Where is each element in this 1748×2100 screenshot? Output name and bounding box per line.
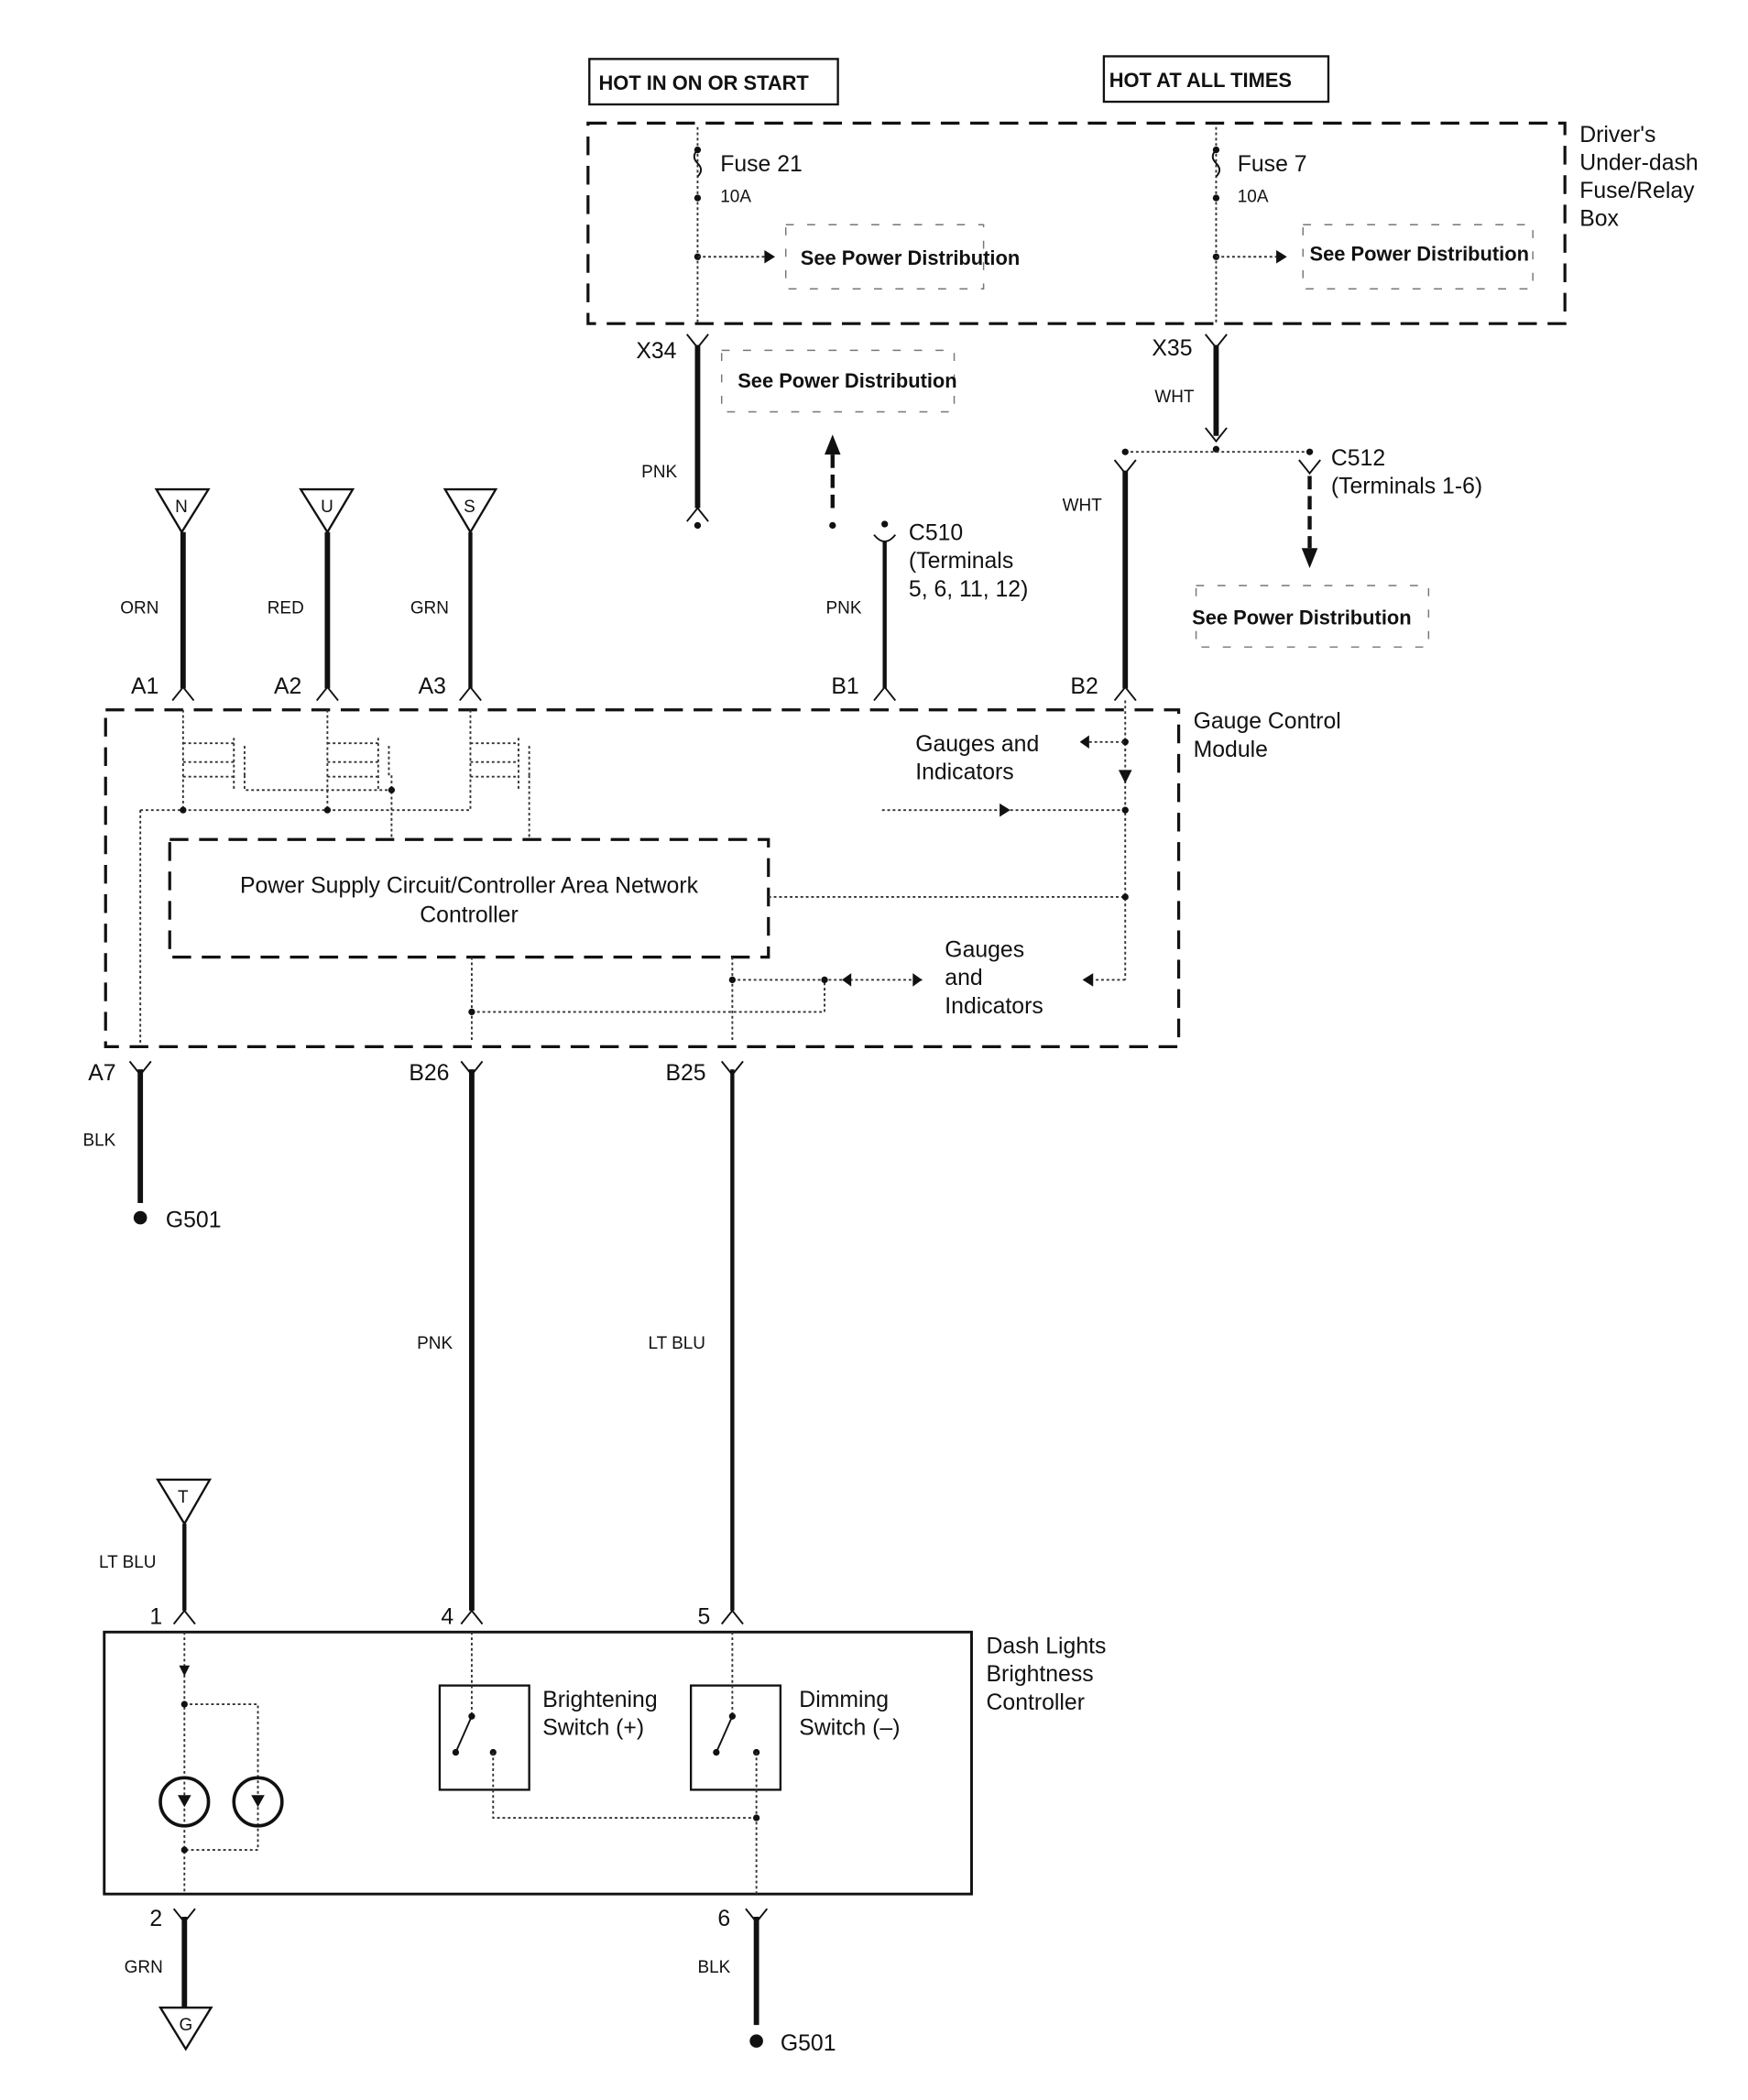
flag-n: N [154, 487, 211, 534]
gauges-bot-label-3: Indicators [945, 994, 1043, 1019]
svg-text:N: N [175, 498, 188, 517]
gauges-bot-label-2: and [945, 966, 982, 990]
svg-text:T: T [178, 1488, 189, 1507]
see-power-dist-4[interactable]: See Power Distribution [1192, 606, 1411, 629]
c512-terminals: (Terminals 1-6) [1331, 474, 1482, 498]
wire-color-x35: WHT [1154, 388, 1195, 407]
connector-x35: X35 [1152, 336, 1192, 361]
pin-a7: A7 [88, 1061, 115, 1086]
pin-b1: B1 [831, 674, 858, 699]
gcm-label: Gauge Control [1194, 709, 1341, 734]
dimming-label-2: Switch (–) [799, 1716, 900, 1741]
wire-color-a3: GRN [410, 599, 449, 618]
gauge-control-module-outline [104, 708, 1181, 1048]
fuse-7-icon [1211, 148, 1221, 178]
pin-a2: A2 [274, 674, 301, 699]
psu-can-controller [168, 837, 770, 959]
fuse-7-rating: 10A [1238, 187, 1269, 206]
dash-lights-controller-outline [103, 1630, 973, 1896]
psu-label-2: Controller [420, 903, 518, 928]
wire-color-b1: PNK [825, 599, 861, 618]
brightening-switch[interactable] [438, 1632, 757, 1819]
brightening-label-2: Switch (+) [542, 1716, 644, 1741]
wire-color-a2: RED [268, 599, 304, 618]
power-label-battery: HOT AT ALL TIMES [1102, 55, 1330, 104]
pin-2: 2 [149, 1907, 162, 1931]
fuse-21-name: Fuse 21 [720, 152, 803, 177]
led-indicators [158, 1632, 284, 1895]
pin-a3: A3 [419, 674, 446, 699]
ground-g501-1: G501 [166, 1208, 222, 1232]
flag-t: T [156, 1478, 213, 1526]
wire-color-x34: PNK [641, 463, 677, 482]
svg-text:G: G [179, 2016, 192, 2035]
ground-icon [749, 2034, 763, 2048]
pin-b25: B25 [665, 1061, 705, 1086]
see-power-dist-1[interactable]: See Power Distribution [801, 246, 1020, 269]
fuse-box-label: Driver's Under-dash Fuse/Relay Box [1579, 123, 1704, 232]
gauges-top-label-2: Indicators [915, 760, 1013, 785]
pin-1: 1 [149, 1605, 162, 1630]
dimming-switch[interactable] [689, 1632, 782, 1895]
fuse-7-name: Fuse 7 [1238, 152, 1307, 177]
ground-icon [133, 1210, 147, 1225]
see-power-dist-3[interactable]: See Power Distribution [737, 369, 956, 392]
fuse-21-icon [693, 148, 703, 178]
flag-g: G [158, 2007, 213, 2051]
connector-c510: C510 [909, 521, 963, 546]
transistor-array [139, 709, 530, 1043]
gauges-bot-label-1: Gauges [945, 938, 1024, 963]
pin-a1: A1 [131, 674, 158, 699]
pin-5: 5 [697, 1605, 710, 1630]
wire-color-b26: PNK [417, 1334, 453, 1353]
psu-label-1: Power Supply Circuit/Controller Area Net… [240, 874, 699, 899]
connector-x34: X34 [636, 339, 676, 364]
pin-4: 4 [441, 1605, 453, 1630]
pin-6: 6 [717, 1907, 730, 1931]
pin-b2: B2 [1070, 674, 1098, 699]
wire-color-b25: LT BLU [648, 1334, 705, 1353]
brightening-label-1: Brightening [542, 1688, 657, 1712]
controller-label-1: Dash Lights [987, 1635, 1107, 1659]
wire-color-t2: GRN [125, 1958, 163, 1977]
see-power-dist-2[interactable]: See Power Distribution [1310, 243, 1529, 266]
svg-text:S: S [464, 498, 475, 517]
flag-s: S [442, 487, 498, 535]
c510-terminals-2: 5, 6, 11, 12) [909, 577, 1028, 602]
pin-b26: B26 [409, 1061, 449, 1086]
wire-color-a7: BLK [82, 1131, 115, 1150]
power-label-ignition: HOT IN ON OR START [588, 58, 839, 106]
wire-color-t1: LT BLU [99, 1553, 157, 1572]
dimming-label-1: Dimming [799, 1688, 889, 1712]
gcm-label-2: Module [1194, 738, 1268, 762]
c510-terminals-1: (Terminals [909, 549, 1013, 574]
flag-u: U [299, 487, 355, 534]
wire-color-t6: BLK [697, 1958, 730, 1977]
svg-text:U: U [321, 498, 333, 517]
controller-label-2: Brightness [987, 1662, 1094, 1687]
wire-color-b2: WHT [1063, 496, 1103, 515]
svg-text:HOT IN ON OR START: HOT IN ON OR START [599, 71, 810, 94]
ground-g501-2: G501 [781, 2031, 836, 2056]
controller-label-3: Controller [987, 1690, 1085, 1715]
gauges-top-label-1: Gauges and [915, 732, 1039, 757]
fuse-21-rating: 10A [720, 187, 751, 206]
connector-c512: C512 [1331, 446, 1385, 471]
fuse-box-outline [586, 121, 1567, 325]
wire-color-a1: ORN [120, 599, 158, 618]
svg-text:HOT AT ALL TIMES: HOT AT ALL TIMES [1109, 69, 1292, 92]
